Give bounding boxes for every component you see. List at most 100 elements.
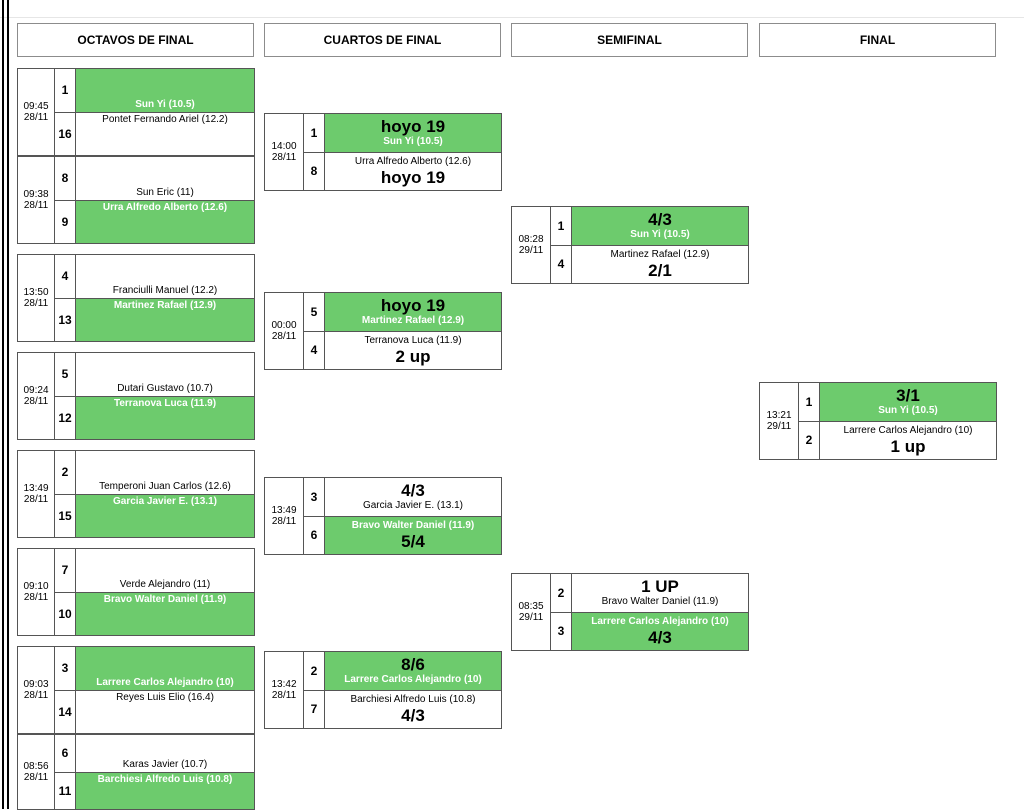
player-seed: 3 [551, 612, 572, 650]
top-divider [0, 17, 1024, 18]
player-cell: Barchiesi Alfredo Luis (10.8)4/3 [325, 691, 501, 729]
player-seed: 6 [304, 516, 325, 554]
match-time: 09:38 [23, 189, 49, 200]
match-score: 1 up [890, 436, 926, 456]
match-time: 13:21 [766, 410, 792, 421]
player-seed: 5 [304, 293, 325, 331]
player-cell: Franciulli Manuel (12.2) [76, 255, 254, 298]
match-date: 29/11 [766, 421, 792, 432]
left-border-line-inner [7, 0, 9, 809]
match-score: 4/3 [401, 705, 425, 725]
match-date: 28/11 [23, 112, 49, 123]
player-name: Urra Alfredo Alberto (12.6) [102, 201, 228, 213]
player-name: Verde Alejandro (11) [119, 578, 211, 590]
match-date: 28/11 [23, 200, 49, 211]
player-name: Bravo Walter Daniel (11.9) [601, 596, 719, 608]
match-score: 5/4 [401, 531, 425, 551]
player-name: Barchiesi Alfredo Luis (10.8) [97, 773, 233, 785]
winner-cell: Urra Alfredo Alberto (12.6) [76, 200, 254, 243]
match-time: 08:35 [518, 601, 544, 612]
player-cell: Temperoni Juan Carlos (12.6) [76, 451, 254, 494]
player-seed: 5 [55, 353, 76, 396]
player-cell: Reyes Luis Elio (16.4) [76, 691, 254, 734]
match-time: 09:10 [23, 581, 49, 592]
match-score: 4/3 [648, 627, 672, 647]
match-date: 28/11 [23, 690, 49, 701]
match-score: 1 UP [641, 577, 679, 597]
match-time: 08:28 [518, 234, 544, 245]
match-time: 13:42 [271, 679, 297, 690]
player-seed: 1 [799, 383, 820, 421]
player-seed: 3 [55, 647, 76, 690]
left-border-line [2, 0, 4, 809]
player-name: Garcia Javier E. (13.1) [113, 495, 217, 507]
match-date: 28/11 [271, 690, 297, 701]
player-name: Karas Javier (10.7) [122, 758, 208, 770]
player-name: Martinez Rafael (12.9) [361, 315, 465, 327]
match-date: 28/11 [23, 298, 49, 309]
player-name: Terranova Luca (11.9) [113, 397, 217, 409]
player-seed: 13 [55, 298, 76, 341]
match-time: 13:50 [23, 287, 49, 298]
match-score: hoyo 19 [380, 167, 446, 187]
player-seed: 9 [55, 200, 76, 243]
player-name: Bravo Walter Daniel (11.9) [103, 593, 227, 605]
player-row[interactable]: 9 Urra Alfredo Alberto (12.6) [55, 199, 254, 243]
player-name: Sun Yi (10.5) [878, 405, 938, 417]
player-name: Larrere Carlos Alejandro (10) [843, 424, 973, 436]
player-name: Franciulli Manuel (12.2) [112, 284, 218, 296]
player-cell: Sun Eric (11) [76, 157, 254, 200]
